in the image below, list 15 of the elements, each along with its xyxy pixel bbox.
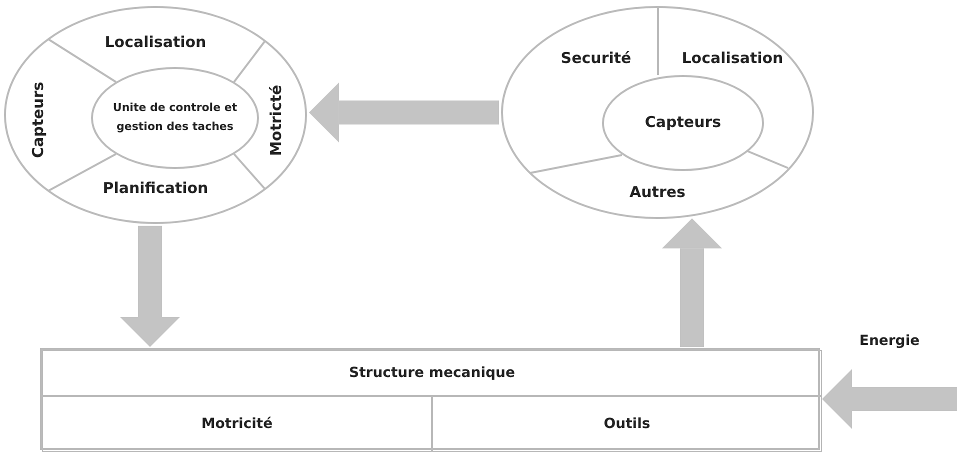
table-cell: Structure mecanique [42,350,822,396]
segment-label: Motricté [259,65,293,175]
segment-label: Localisation [665,43,800,73]
segment-label: Autres [590,177,725,207]
table-cell: Motricité [42,396,432,452]
structure-table [40,348,820,450]
block-arrow [662,218,722,347]
table-cell: Outils [432,396,822,452]
block-arrow [822,369,957,429]
segment-label: Planification [78,173,233,203]
segment-label: Localisation [78,27,233,57]
segment-label: Capteurs [21,65,55,175]
segment-label: Securité [540,43,652,73]
block-arrow [120,226,180,347]
block-arrow [308,82,499,142]
